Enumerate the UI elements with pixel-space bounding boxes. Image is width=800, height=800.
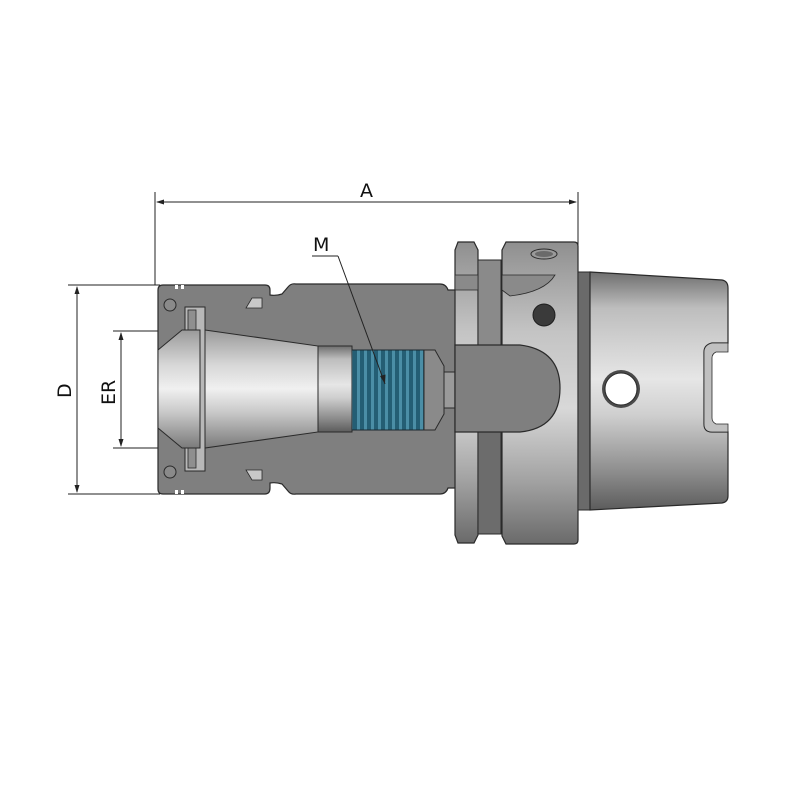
dimension-d-label: D [54, 383, 76, 398]
dimension-m-label: M [313, 234, 329, 256]
hsk-shank [577, 271, 729, 511]
dimension-d: D [54, 284, 160, 495]
collet [157, 306, 319, 472]
hsk-flange [454, 241, 579, 545]
thread-m: M [312, 234, 457, 433]
dimension-a: A [154, 180, 579, 285]
dimension-a-label: A [360, 180, 373, 202]
dimension-er-label: ER [98, 380, 120, 405]
